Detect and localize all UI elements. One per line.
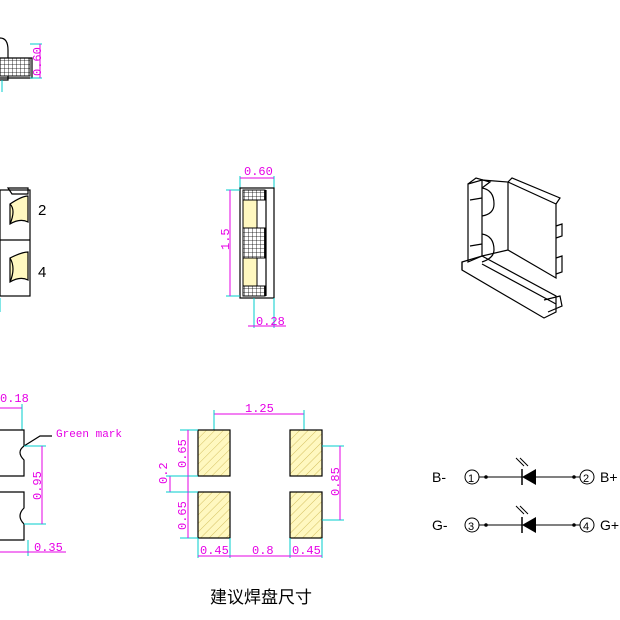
- pad-bottom-right: [289, 491, 323, 539]
- dim-pad-gap: 0.2: [157, 462, 171, 484]
- pad-top-left: [197, 429, 231, 477]
- schematic: B- 1 2 B+ G- 3 4 G+: [432, 457, 619, 533]
- dim-side-length: 1.5: [219, 228, 233, 250]
- side-view: 0.60 1.5 0.28: [219, 165, 286, 329]
- dim-pad-h-bottom: 0.65: [176, 501, 190, 530]
- label-b-plus: B+: [600, 469, 618, 485]
- dim-bottom-bottom: 0.35: [34, 541, 63, 555]
- top-view-partial: 0.60: [0, 37, 45, 92]
- pad-top-right: [289, 429, 323, 477]
- front-view-partial: 2 4: [0, 187, 46, 312]
- pin-4: 4: [583, 521, 589, 533]
- pin-2: 2: [583, 473, 589, 485]
- dim-pad-span: 1.25: [245, 402, 274, 416]
- dim-pad-left-width: 0.45: [200, 544, 229, 558]
- pad-layout-caption: 建议焊盘尺寸: [210, 588, 312, 608]
- dim-pad-right: 0.85: [329, 467, 343, 496]
- pad-layout: 1.25 0.65 0.2 0.65 0.85 0.45 0.8 0.45 建议…: [157, 402, 344, 608]
- pad-bottom-left: [197, 491, 231, 539]
- label-b-minus: B-: [432, 469, 446, 485]
- dim-pad-h-top: 0.65: [176, 439, 190, 468]
- led-blue-icon: [522, 469, 536, 485]
- pin-1: 1: [468, 473, 474, 485]
- dim-top-height: 0.60: [31, 47, 45, 76]
- dim-pad-center: 0.8: [252, 544, 274, 558]
- dim-side-bottom: 0.28: [256, 315, 285, 329]
- schematic-row-green: G- 3 4 G+: [432, 505, 619, 533]
- dim-side-width: 0.60: [244, 165, 273, 179]
- dim-pad-right-width: 0.45: [292, 544, 321, 558]
- pin-3: 3: [468, 521, 474, 533]
- pin-label-2: 2: [38, 202, 46, 219]
- led-green-icon: [522, 517, 536, 533]
- bottom-view-partial: 0.18 Green mark 0.95 0.35: [0, 392, 122, 556]
- isometric-view: [461, 177, 563, 319]
- dim-bottom-mid: 0.95: [31, 471, 45, 500]
- schematic-row-blue: B- 1 2 B+: [432, 457, 618, 485]
- label-g-plus: G+: [600, 517, 619, 533]
- dim-bottom-top: 0.18: [0, 392, 29, 406]
- label-g-minus: G-: [432, 517, 448, 533]
- pin-label-4: 4: [38, 264, 46, 281]
- green-mark-note: Green mark: [56, 429, 122, 441]
